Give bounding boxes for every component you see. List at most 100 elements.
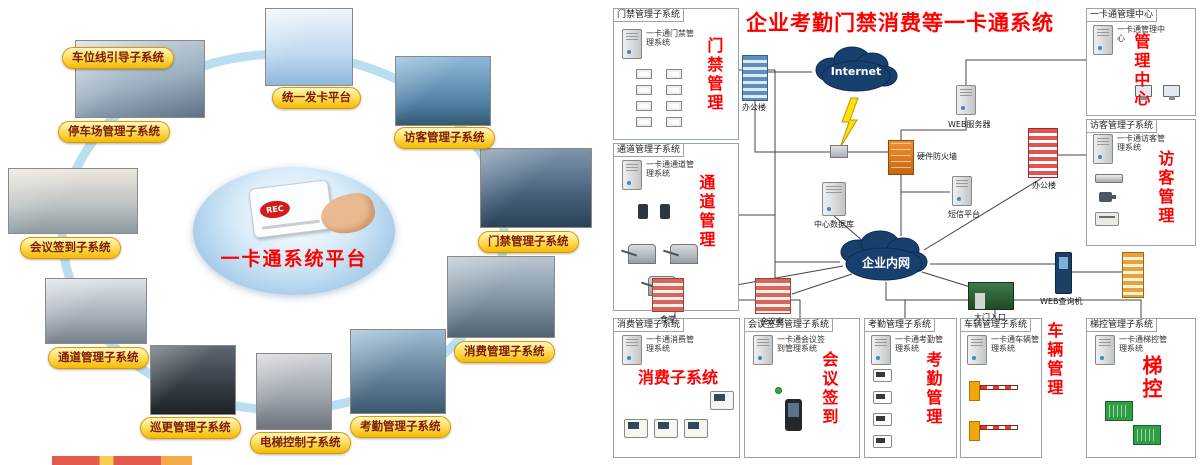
box-access-header: 门禁管理子系统 <box>613 8 685 22</box>
box-center-header: 一卡通管理中心 <box>1086 8 1158 22</box>
subsystem-pill-access: 门禁管理子系统 <box>478 231 579 253</box>
server-icon <box>622 29 642 59</box>
intranet-cloud-icon <box>840 230 928 281</box>
server-icon <box>622 160 642 190</box>
sms-label: 短信平台 <box>948 210 980 219</box>
server-group: 一卡通梯控管理系统 <box>1095 335 1171 365</box>
server-group: 一卡通消费管理系统 <box>622 335 698 365</box>
turnstile-icon <box>628 244 656 264</box>
monitor-icon <box>1163 85 1180 100</box>
box-consume-header: 消费管理子系统 <box>613 318 685 332</box>
printer-icon <box>1095 212 1119 226</box>
web-kiosk-icon <box>1055 252 1072 294</box>
server-label: 一卡通门禁管理系统 <box>646 29 694 47</box>
sms-server-icon <box>952 176 972 206</box>
server-label: 一卡通梯控管理系统 <box>1119 335 1167 353</box>
web-server-label: WEB服务器 <box>948 120 991 129</box>
door-controller-icon <box>666 69 682 79</box>
red-label-visitor: 访客管理 <box>1155 150 1175 226</box>
office-building-icon <box>1028 128 1058 178</box>
wireless-dot-icon <box>775 387 782 394</box>
server-icon <box>1093 134 1113 164</box>
meeting-room-label: 会议室 <box>760 317 784 326</box>
photo-turnstile <box>45 278 147 344</box>
door-controller-icon <box>666 101 682 111</box>
red-label-attend: 考勤管理 <box>923 351 943 427</box>
box-channel-header: 通道管理子系统 <box>613 143 685 157</box>
server-group: 一卡通考勤管理系统 <box>871 335 947 365</box>
attendance-terminal-icon <box>873 391 892 404</box>
photo-door-access <box>480 148 592 228</box>
pos-terminal-icon <box>710 391 734 410</box>
attendance-terminal-icon <box>873 435 892 448</box>
door-controller-icon <box>636 101 652 111</box>
internet-label: Internet <box>830 65 882 78</box>
hub-icon <box>830 145 848 158</box>
server-icon <box>1093 25 1113 55</box>
server-icon <box>967 335 987 365</box>
canteen-label: 食堂 <box>660 315 676 324</box>
database-label: 中心数据库 <box>814 220 854 229</box>
id-card-icon: REC <box>248 179 334 239</box>
barrier-gate-icon <box>969 421 1021 441</box>
photo-attendance <box>350 329 446 414</box>
subsystem-pill-parking-guidance: 车位线引导子系统 <box>62 47 174 69</box>
door-controller-icon <box>666 117 682 127</box>
box-attend-header: 考勤管理子系统 <box>864 318 936 332</box>
barrier-gate-icon <box>969 381 1021 401</box>
server-group: 一卡通通道管理系统 <box>622 160 698 190</box>
server-group: 一卡通管理中心 <box>1093 25 1169 55</box>
attendance-terminal-icon <box>873 369 892 382</box>
box-elevator-header: 梯控管理子系统 <box>1086 318 1158 332</box>
subsystem-pill-patrol: 巡更管理子系统 <box>140 417 241 439</box>
box-consume: 消费管理子系统 一卡通消费管理系统 消费子系统 <box>613 318 740 458</box>
intranet-label: 企业内网 <box>861 256 910 270</box>
scanner-icon <box>1095 174 1123 183</box>
server-label: 一卡通通道管理系统 <box>646 160 694 178</box>
card-logo: REC <box>259 199 291 220</box>
box-meeting-header: 会议签到管理子系统 <box>744 318 834 332</box>
box-center: 一卡通管理中心 一卡通管理中心 管理中心 <box>1086 8 1196 116</box>
kiosk-label: WEB查询机 <box>1040 297 1083 306</box>
red-label-consume: 消费子系统 <box>638 368 719 387</box>
canteen-building-icon <box>652 278 684 312</box>
monitor-icon <box>1135 85 1152 100</box>
server-group: 一卡通访客管理系统 <box>1093 134 1169 164</box>
server-group: 一卡通会议签到管理系统 <box>753 335 829 365</box>
control-board-icon <box>1105 401 1133 421</box>
server-label: 一卡通会议签到管理系统 <box>777 335 825 353</box>
central-platform-ellipse: REC 一卡通系统平台 <box>193 167 395 295</box>
pos-terminal-icon <box>624 419 648 438</box>
box-visitor-header: 访客管理子系统 <box>1086 119 1158 133</box>
photo-visitor <box>395 56 491 126</box>
internet-cloud-icon <box>815 46 898 92</box>
entrance-gate-icon <box>968 282 1014 310</box>
barrier-arm <box>980 385 1018 390</box>
subsystem-pill-elevator: 电梯控制子系统 <box>250 432 351 454</box>
camera-icon <box>1099 192 1116 202</box>
barrier-post <box>969 421 980 441</box>
lightning-icon <box>839 97 859 149</box>
subsystem-pill-attendance: 考勤管理子系统 <box>350 416 451 438</box>
web-server-icon <box>956 85 976 115</box>
building-icon <box>1122 252 1144 298</box>
barrier-post <box>969 381 980 401</box>
door-controller-icon <box>636 85 652 95</box>
firewall-label: 硬件防火墙 <box>917 152 957 161</box>
red-label-access: 门禁管理 <box>704 37 724 113</box>
handheld-reader-icon <box>785 399 802 431</box>
photo-meeting <box>8 168 138 234</box>
server-label: 一卡通车辆管理系统 <box>991 335 1039 353</box>
red-label-vehicle: 车辆管理 <box>1044 322 1064 398</box>
door-controller-grid <box>636 69 682 127</box>
card-reader-icon <box>660 204 670 219</box>
photo-card-issuing <box>265 8 353 86</box>
red-label-center: 管理中心 <box>1131 33 1151 109</box>
box-vehicle: 车辆管理子系统 一卡通车辆管理系统 <box>960 318 1042 458</box>
subsystem-pill-meeting-signin: 会议签到子系统 <box>20 237 121 259</box>
door-controller-icon <box>636 69 652 79</box>
red-label-elevator: 梯控 <box>1139 355 1163 401</box>
gate-label: 大门入口 <box>974 313 1006 322</box>
pos-terminal-icon <box>654 419 678 438</box>
